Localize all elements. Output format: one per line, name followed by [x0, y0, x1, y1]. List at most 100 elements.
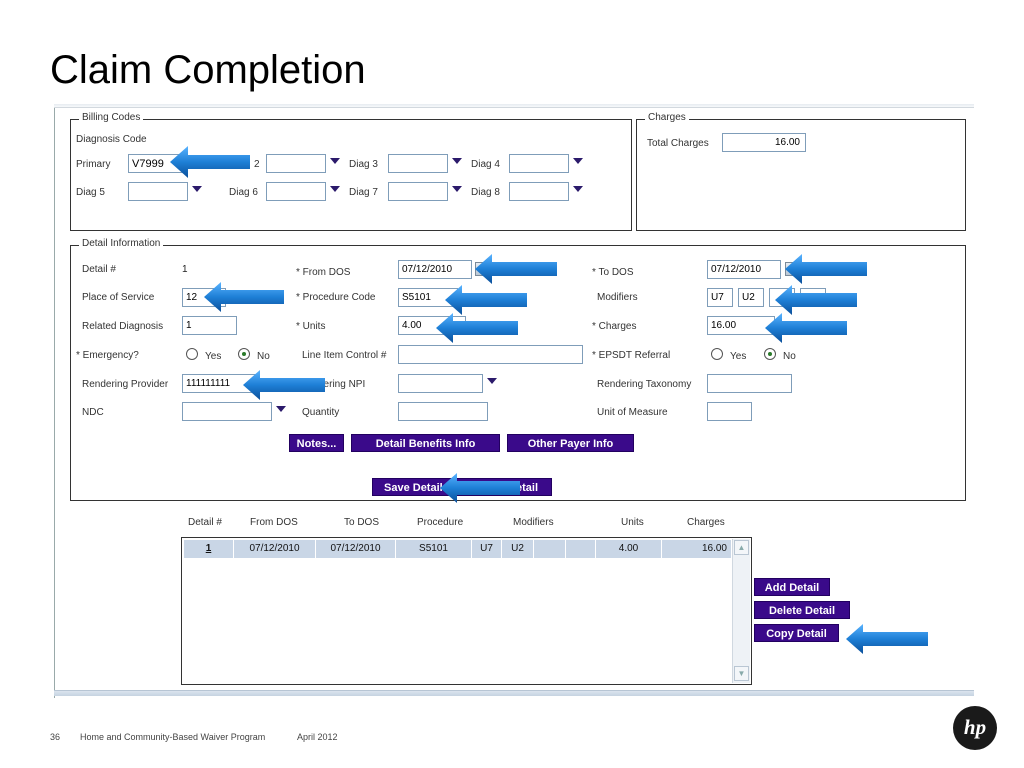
emergency-yes-radio[interactable] — [186, 348, 198, 360]
modifier-1-input[interactable]: U7 — [707, 288, 733, 307]
procedure-code-input[interactable]: S5101 — [398, 288, 458, 307]
dropdown-triangle-icon[interactable] — [452, 158, 462, 164]
slide-title: Claim Completion — [50, 48, 366, 92]
window-horizontal-scrollbar[interactable] — [54, 690, 974, 696]
emergency-yes-label: Yes — [205, 351, 222, 362]
table-row[interactable]: 1 07/12/2010 07/12/2010 S5101 U7 U2 4.00… — [184, 540, 732, 558]
grid-cell-modifier-4 — [566, 540, 596, 558]
diag3-input[interactable] — [388, 154, 448, 173]
total-charges-label: Total Charges — [647, 138, 709, 149]
grid-cell-charges: 16.00 — [662, 540, 732, 558]
window-top-edge — [54, 104, 974, 108]
charges-label: * Charges — [592, 321, 637, 332]
diag2-input[interactable] — [266, 154, 326, 173]
grid-cell-modifier-3 — [534, 540, 566, 558]
footer-program-name: Home and Community-Based Waiver Program — [80, 732, 266, 742]
blue-left-arrow-icon — [204, 282, 284, 312]
diag8-input[interactable] — [509, 182, 569, 201]
rendering-provider-label: Rendering Provider — [82, 379, 169, 390]
diag7-input[interactable] — [388, 182, 448, 201]
epsdt-yes-label: Yes — [730, 351, 747, 362]
charges-legend: Charges — [645, 112, 689, 123]
grid-cell-procedure: S5101 — [396, 540, 472, 558]
add-detail-button[interactable]: Add Detail — [754, 578, 830, 596]
scroll-down-icon[interactable]: ▼ — [734, 666, 749, 681]
diag3-label: Diag 3 — [349, 159, 378, 170]
grid-cell-to-dos: 07/12/2010 — [316, 540, 396, 558]
dropdown-triangle-icon[interactable] — [573, 186, 583, 192]
rendering-taxonomy-label: Rendering Taxonomy — [597, 379, 692, 390]
units-label: * Units — [296, 321, 326, 332]
to-dos-label: * To DOS — [592, 267, 634, 278]
ndc-label: NDC — [82, 407, 104, 418]
rendering-taxonomy-input[interactable] — [707, 374, 792, 393]
blue-left-arrow-icon — [170, 146, 250, 178]
grid-header-detail: Detail # — [188, 517, 222, 528]
notes-button[interactable]: Notes... — [289, 434, 344, 452]
grid-cell-detail-link[interactable]: 1 — [184, 540, 234, 558]
blue-left-arrow-icon — [445, 285, 527, 315]
related-diagnosis-label: Related Diagnosis — [82, 321, 164, 332]
copy-detail-button[interactable]: Copy Detail — [754, 624, 839, 642]
rendering-npi-label: dering NPI — [318, 379, 366, 390]
quantity-label: Quantity — [302, 407, 340, 418]
from-dos-input[interactable]: 07/12/2010 — [398, 260, 472, 279]
other-payer-info-button[interactable]: Other Payer Info — [507, 434, 634, 452]
epsdt-yes-radio[interactable] — [711, 348, 723, 360]
grid-cell-from-dos: 07/12/2010 — [234, 540, 316, 558]
delete-detail-button[interactable]: Delete Detail — [754, 601, 850, 619]
related-diagnosis-input[interactable]: 1 — [182, 316, 237, 335]
procedure-code-label: * Procedure Code — [296, 292, 376, 303]
charges-group: Charges — [636, 112, 966, 231]
detail-number-label: Detail # — [82, 264, 116, 275]
grid-cell-modifier-1: U7 — [472, 540, 502, 558]
charges-input[interactable]: 16.00 — [707, 316, 775, 335]
unit-of-measure-input[interactable] — [707, 402, 752, 421]
dropdown-triangle-icon[interactable] — [330, 158, 340, 164]
grid-header-to-dos: To DOS — [344, 517, 380, 528]
quantity-input[interactable] — [398, 402, 488, 421]
line-item-control-label: Line Item Control # — [302, 350, 387, 361]
grid-header-procedure: Procedure — [417, 517, 464, 528]
blue-left-arrow-icon — [436, 313, 518, 343]
diag6-input[interactable] — [266, 182, 326, 201]
epsdt-no-radio[interactable] — [764, 348, 776, 360]
emergency-no-radio[interactable] — [238, 348, 250, 360]
grid-cell-modifier-2: U2 — [502, 540, 534, 558]
rendering-npi-input[interactable] — [398, 374, 483, 393]
line-item-control-input[interactable] — [398, 345, 583, 364]
dropdown-triangle-icon[interactable] — [192, 186, 202, 192]
diag6-label: Diag 6 — [229, 187, 258, 198]
diag5-input[interactable] — [128, 182, 188, 201]
diag5-label: Diag 5 — [76, 187, 105, 198]
diag2-label: 2 — [254, 159, 260, 170]
diag7-label: Diag 7 — [349, 187, 378, 198]
blue-left-arrow-icon — [475, 254, 557, 284]
save-detail-button[interactable]: Save Detail — [372, 478, 448, 496]
blue-left-arrow-icon — [846, 624, 928, 654]
ndc-input[interactable] — [182, 402, 272, 421]
epsdt-no-label: No — [783, 351, 796, 362]
emergency-no-label: No — [257, 351, 270, 362]
dropdown-triangle-icon[interactable] — [330, 186, 340, 192]
primary-label: Primary — [76, 159, 111, 170]
dropdown-triangle-icon[interactable] — [573, 158, 583, 164]
to-dos-input[interactable]: 07/12/2010 — [707, 260, 781, 279]
dropdown-triangle-icon[interactable] — [487, 378, 497, 384]
detail-information-group: Detail Information — [70, 238, 966, 501]
scroll-up-icon[interactable]: ▲ — [734, 540, 749, 555]
diag4-label: Diag 4 — [471, 159, 500, 170]
diag8-label: Diag 8 — [471, 187, 500, 198]
detail-grid: 1 07/12/2010 07/12/2010 S5101 U7 U2 4.00… — [181, 537, 752, 685]
dropdown-triangle-icon[interactable] — [452, 186, 462, 192]
grid-vertical-scrollbar[interactable]: ▲ ▼ — [732, 539, 750, 683]
modifier-2-input[interactable]: U2 — [738, 288, 764, 307]
grid-header-units: Units — [621, 517, 644, 528]
billing-codes-legend: Billing Codes — [79, 112, 144, 123]
dropdown-triangle-icon[interactable] — [276, 406, 286, 412]
detail-benefits-info-button[interactable]: Detail Benefits Info — [351, 434, 500, 452]
grid-header-from-dos: From DOS — [250, 517, 298, 528]
place-of-service-label: Place of Service — [82, 292, 155, 303]
diag4-input[interactable] — [509, 154, 569, 173]
grid-header-charges: Charges — [687, 517, 725, 528]
